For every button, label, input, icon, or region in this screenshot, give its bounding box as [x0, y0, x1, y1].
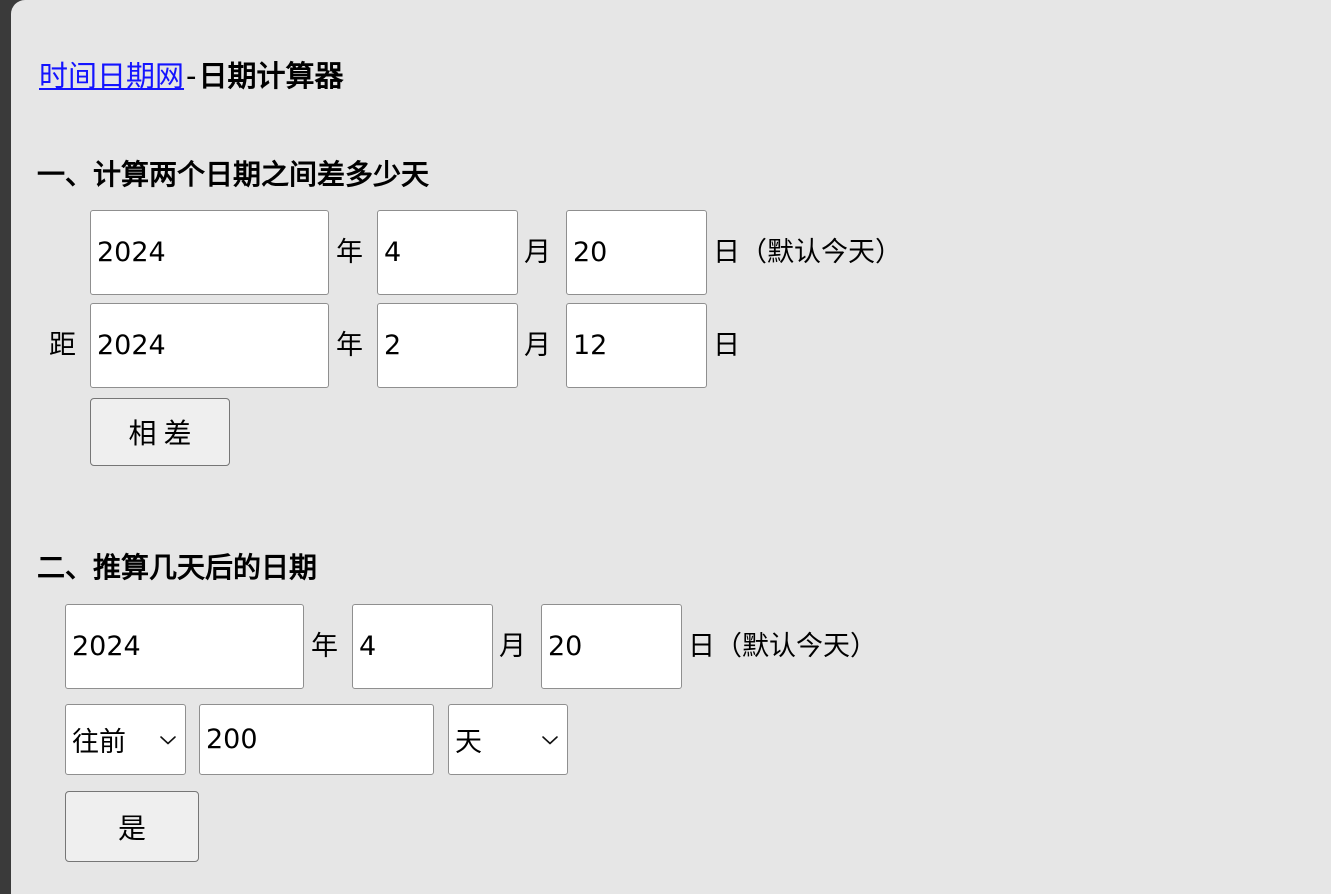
diff-from-day-unit-label: 日（默认今天）: [713, 237, 902, 268]
diff-to-day-input[interactable]: [566, 303, 707, 388]
offset-unit-value: 天: [455, 727, 482, 758]
offset-amount-input[interactable]: [199, 704, 434, 775]
diff-from-month-unit-label: 月: [524, 237, 551, 268]
diff-from-year-unit-label: 年: [336, 237, 363, 268]
diff-from-day-input[interactable]: [566, 210, 707, 295]
page-surface: 时间日期网-日期计算器 一、计算两个日期之间差多少天 年 月 日（默认今天） 距…: [11, 0, 1331, 894]
section-one-heading: 一、计算两个日期之间差多少天: [37, 158, 430, 191]
chevron-down-icon: [482, 734, 561, 746]
diff-to-month-unit-label: 月: [524, 330, 551, 361]
site-home-link[interactable]: 时间日期网: [39, 59, 185, 93]
title-separator: -: [186, 59, 197, 93]
diff-to-month-input[interactable]: [377, 303, 518, 388]
offset-direction-select[interactable]: 往前: [65, 704, 186, 775]
offset-base-month-input[interactable]: [352, 604, 493, 689]
calculator-title: 日期计算器: [198, 59, 344, 93]
diff-to-row-prefix-label: 距: [49, 330, 76, 361]
offset-unit-select[interactable]: 天: [448, 704, 568, 775]
compute-offset-date-button[interactable]: 是: [65, 791, 199, 862]
diff-from-year-input[interactable]: [90, 210, 329, 295]
offset-base-year-input[interactable]: [65, 604, 304, 689]
chevron-down-icon: [126, 734, 179, 746]
calculate-difference-button[interactable]: 相差: [90, 398, 230, 466]
diff-to-year-input[interactable]: [90, 303, 329, 388]
offset-direction-value: 往前: [72, 727, 126, 758]
offset-base-year-unit-label: 年: [311, 631, 338, 662]
offset-base-day-input[interactable]: [541, 604, 682, 689]
diff-from-month-input[interactable]: [377, 210, 518, 295]
page-title: 时间日期网-日期计算器: [39, 56, 344, 96]
diff-to-day-unit-label: 日: [713, 330, 740, 361]
offset-base-month-unit-label: 月: [499, 631, 526, 662]
diff-to-year-unit-label: 年: [336, 330, 363, 361]
section-two-heading: 二、推算几天后的日期: [37, 551, 318, 584]
offset-base-day-unit-label: 日（默认今天）: [688, 631, 877, 662]
